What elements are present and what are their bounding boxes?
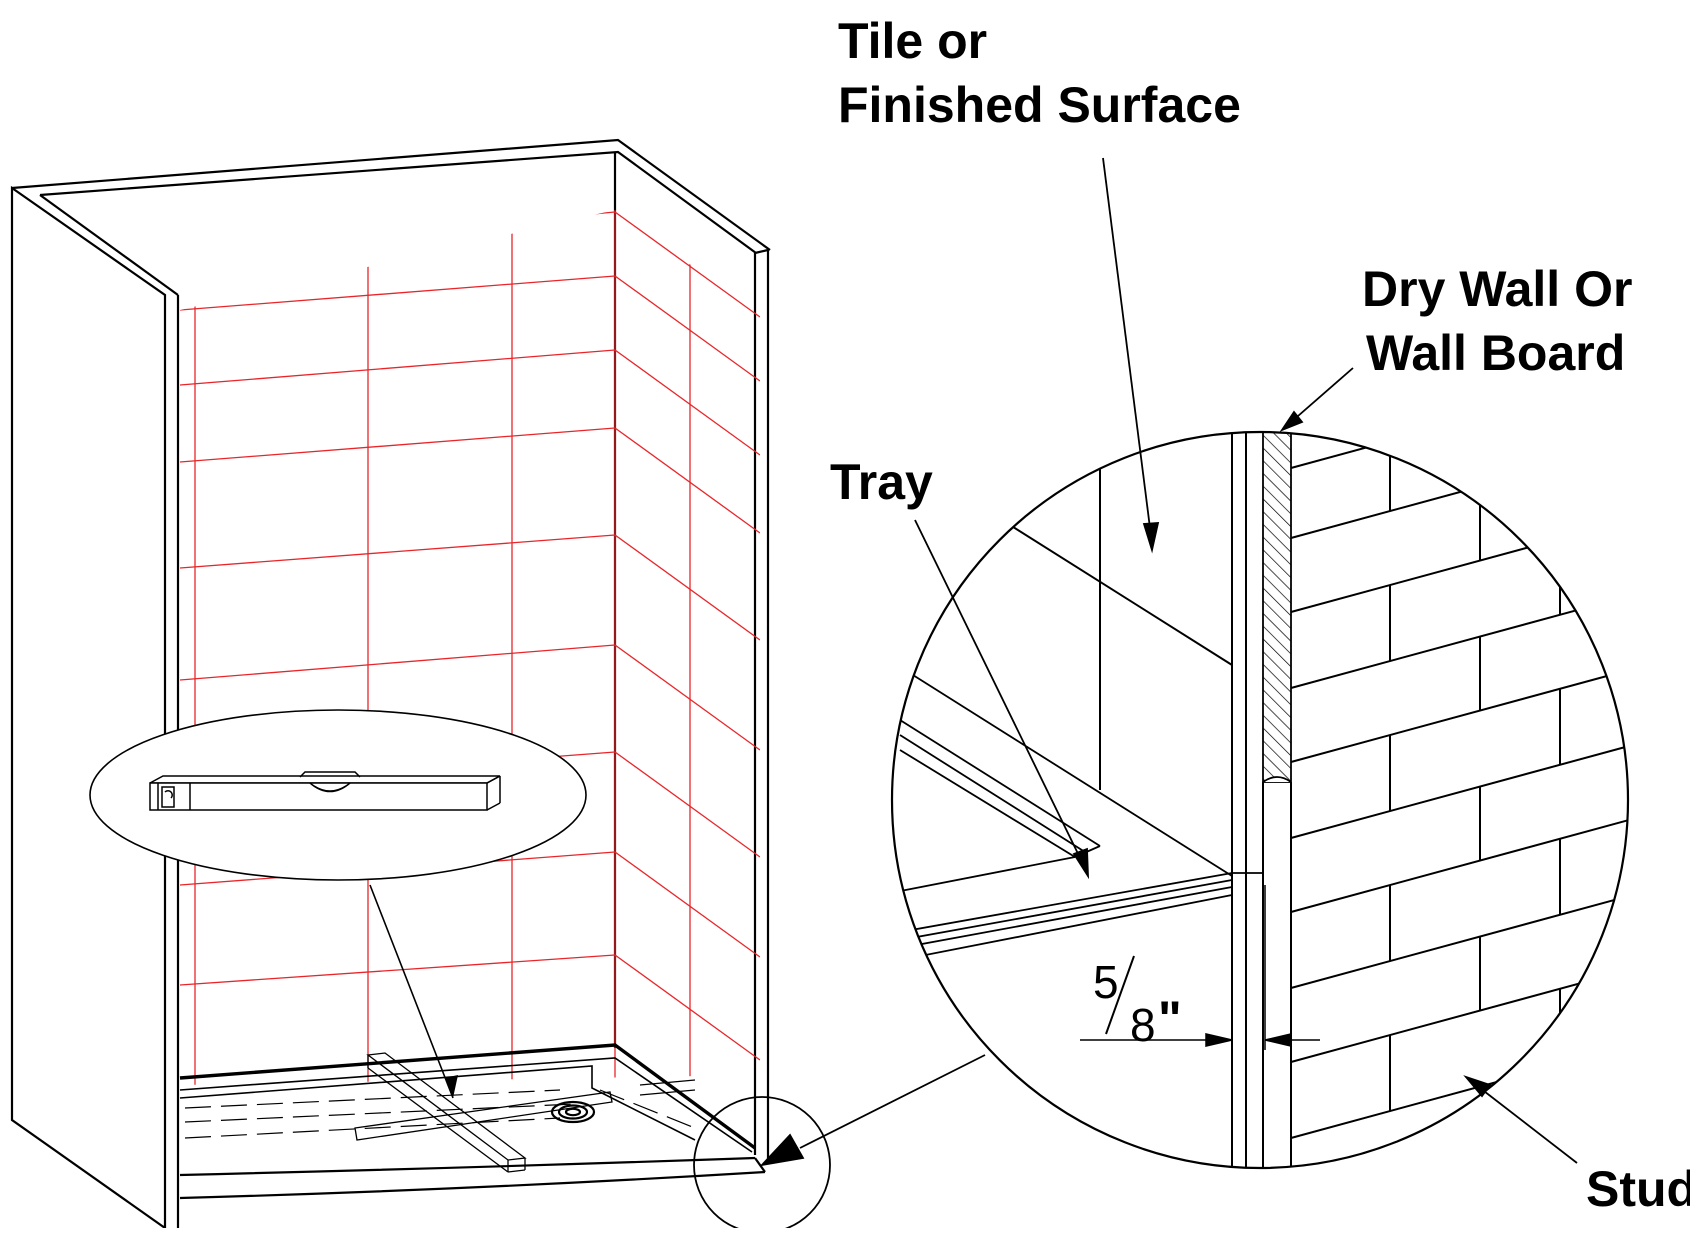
tray-back-rim [179, 1043, 757, 1150]
tile-grid-line [614, 534, 760, 641]
tile-grid-line [180, 349, 616, 391]
level-callout-leader [369, 884, 454, 1099]
tray-texture [184, 1089, 701, 1139]
tile-grid-line [180, 954, 616, 990]
tile-grid-line [180, 275, 616, 316]
tile-grid-line [614, 644, 760, 751]
dimension-numerator: 5 [1093, 956, 1119, 1008]
tile-grid-line [180, 644, 616, 686]
tile-grid-line [614, 751, 760, 858]
wall-board [1262, 432, 1292, 783]
label-tile-line2: Finished Surface [838, 77, 1241, 133]
tile-grid-line [614, 349, 760, 456]
stud-wall-line [1290, 666, 1628, 763]
stud-leader [1479, 1087, 1578, 1164]
corner-callout [693, 1054, 986, 1233]
tile-grid [180, 210, 760, 1085]
tile-grid-line [614, 211, 760, 318]
label-stud: Stud [1586, 1161, 1690, 1217]
stud-wall-line [1290, 892, 1628, 989]
enclosure-top-rim-inner [39, 150, 757, 254]
level-on-tray [354, 1052, 696, 1173]
tray-flange [892, 669, 1263, 961]
tray-front-apron [179, 1156, 756, 1177]
tile-grid-line [614, 851, 760, 958]
detail-view [890, 430, 1630, 1170]
enclosure-left-panel [10, 185, 167, 1231]
shower-tray [179, 1043, 766, 1200]
drywall-leader [1289, 367, 1354, 424]
tile-grid-line [614, 954, 760, 1061]
tray-leader [914, 519, 1086, 869]
label-drywall-line2: Wall Board [1366, 325, 1626, 381]
dimension-denominator: 8 [1130, 999, 1156, 1051]
stud-wall-line [1290, 742, 1628, 839]
tile-grid-line [614, 427, 760, 534]
tray-basin [179, 1065, 696, 1141]
level-callout [89, 709, 587, 1099]
level-tool-icon [149, 771, 501, 811]
stud-wall-line [1290, 816, 1628, 913]
tile-grid-line [614, 275, 760, 382]
tile-leader [1102, 157, 1151, 529]
label-tile-line1: Tile or [838, 13, 988, 69]
stud-wall-line [1290, 432, 1628, 469]
label-tray: Tray [830, 454, 933, 510]
tile-grid-line [180, 427, 616, 468]
dimension-unit: " [1158, 991, 1182, 1047]
drain-icon [550, 1100, 596, 1124]
tile-grid-line [180, 211, 616, 259]
enclosure-top-rim [11, 138, 771, 251]
label-drywall-line1: Dry Wall Or [1362, 261, 1633, 317]
tile-grid-line [180, 534, 616, 574]
shower-enclosure [10, 138, 771, 1231]
fraction-slash-icon [1105, 955, 1135, 1035]
dimension-slash [1100, 950, 1140, 1040]
dimension-5-8 [1080, 885, 1320, 1050]
leaders [914, 157, 1578, 1164]
